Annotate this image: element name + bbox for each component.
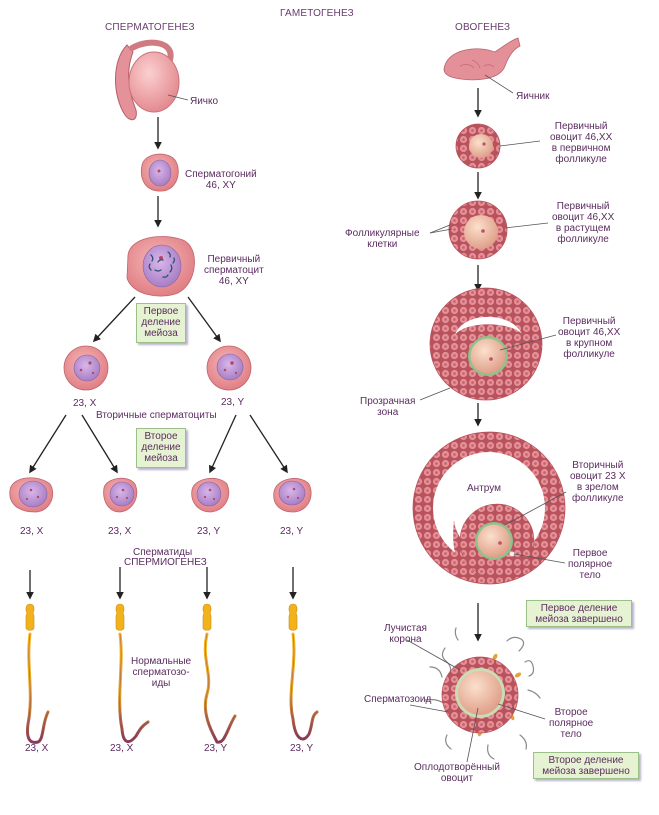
spermatid-cell — [9, 477, 54, 513]
testis-illustration — [115, 39, 189, 121]
fertilized-oocyte-label: Оплодотворённый овоцит — [414, 762, 500, 784]
diagram-title: ГАМЕТОГЕНЕЗ — [280, 8, 354, 19]
first-meiosis-done-note: Первое деление мейоза завершено — [526, 600, 632, 627]
second-meiosis-done-note: Второе деление мейоза завершено — [533, 752, 639, 779]
secondary-spermatocytes-label: Вторичные сперматоциты — [96, 410, 217, 421]
mature-follicle-label: Вторичный овоцит 23 X в зрелом фолликуле — [570, 460, 626, 504]
arrow — [249, 414, 288, 474]
fertilized-oocyte — [406, 627, 546, 763]
follicular-cells-label: Фолликулярные клетки — [345, 228, 420, 250]
arrow — [187, 296, 221, 343]
spermatogonium-label: Сперматогоний 46, XY — [185, 169, 257, 191]
ovary-illustration — [443, 37, 521, 94]
spermatid-karyotype: 23, X — [20, 526, 44, 537]
mature-follicle — [412, 431, 567, 585]
sperm-head — [288, 603, 298, 631]
zona-pellucida-label: Прозрачная зона — [360, 396, 416, 418]
testis-label: Яичко — [190, 96, 219, 107]
second-meiosis-note: Второе деление мейоза — [136, 428, 186, 468]
spermatid-karyotype: 23, Y — [197, 526, 221, 537]
spermatid-cell — [273, 478, 312, 513]
sperm-cell — [115, 603, 150, 744]
spermatogenesis-header: СПЕРМАТОГЕНЕЗ — [105, 22, 195, 33]
spermatids-label: Сперматиды — [133, 547, 193, 558]
spermatid-karyotype: 23, X — [108, 526, 132, 537]
sperm-karyotype: 23, Y — [204, 743, 228, 754]
oogenesis-header: ОВОГЕНЕЗ — [455, 22, 511, 33]
arrow — [209, 414, 237, 474]
sperm-head — [25, 603, 35, 631]
secondary-karyotype: 23, Y — [221, 397, 245, 408]
growing-follicle — [429, 200, 549, 260]
sperm-karyotype: 23, Y — [290, 743, 314, 754]
sperm-head — [202, 603, 212, 631]
secondary-spermatocyte-cell — [63, 345, 109, 391]
sperm-cell-label: Сперматозоид — [364, 694, 432, 705]
sperm-cell — [25, 603, 50, 744]
growing-follicle-label: Первичный овоцит 46,XX в растущем фоллик… — [552, 201, 615, 245]
primary-spermatocyte-cell — [126, 236, 195, 297]
primary-follicle — [455, 123, 541, 169]
sperm-karyotype: 23, X — [25, 743, 49, 754]
antrum-label: Антрум — [467, 483, 501, 494]
normal-sperm-label: Нормальные сперматозо- иды — [131, 656, 192, 689]
ovary-label: Яичник — [516, 91, 550, 102]
arrow — [81, 414, 118, 474]
first-meiosis-note: Первое деление мейоза — [136, 303, 186, 343]
primary-follicle-label: Первичный овоцит 46,XX в первичном фолли… — [550, 121, 613, 165]
corona-radiata-label: Лучистая корона — [384, 623, 427, 645]
arrow — [92, 296, 136, 343]
first-polar-body-label: Первое полярное тело — [568, 548, 613, 581]
large-follicle — [419, 287, 557, 401]
spermatid-karyotype: 23, Y — [280, 526, 304, 537]
sperm-karyotype: 23, X — [110, 743, 134, 754]
primary-spermatocyte-label: Первичный сперматоцит 46, XY — [204, 254, 264, 287]
spermatid-cell — [191, 477, 230, 513]
secondary-karyotype: 23, X — [73, 398, 97, 409]
sperm-head — [115, 603, 125, 631]
large-follicle-label: Первичный овоцит 46,XX в крупном фоллику… — [558, 316, 621, 360]
sperm-tail — [26, 632, 50, 744]
sperm-cell — [202, 603, 237, 744]
spermatogonium-cell — [140, 153, 179, 192]
spermatid-cell — [103, 477, 138, 513]
spermiogenesis-label: СПЕРМИОГЕНЕЗ — [124, 557, 207, 568]
arrow — [29, 414, 67, 474]
second-polar-body-label: Второе полярное тело — [549, 707, 594, 740]
sperm-cell — [288, 603, 319, 741]
secondary-spermatocyte-cell — [206, 345, 252, 391]
sperm-tail — [289, 632, 319, 741]
